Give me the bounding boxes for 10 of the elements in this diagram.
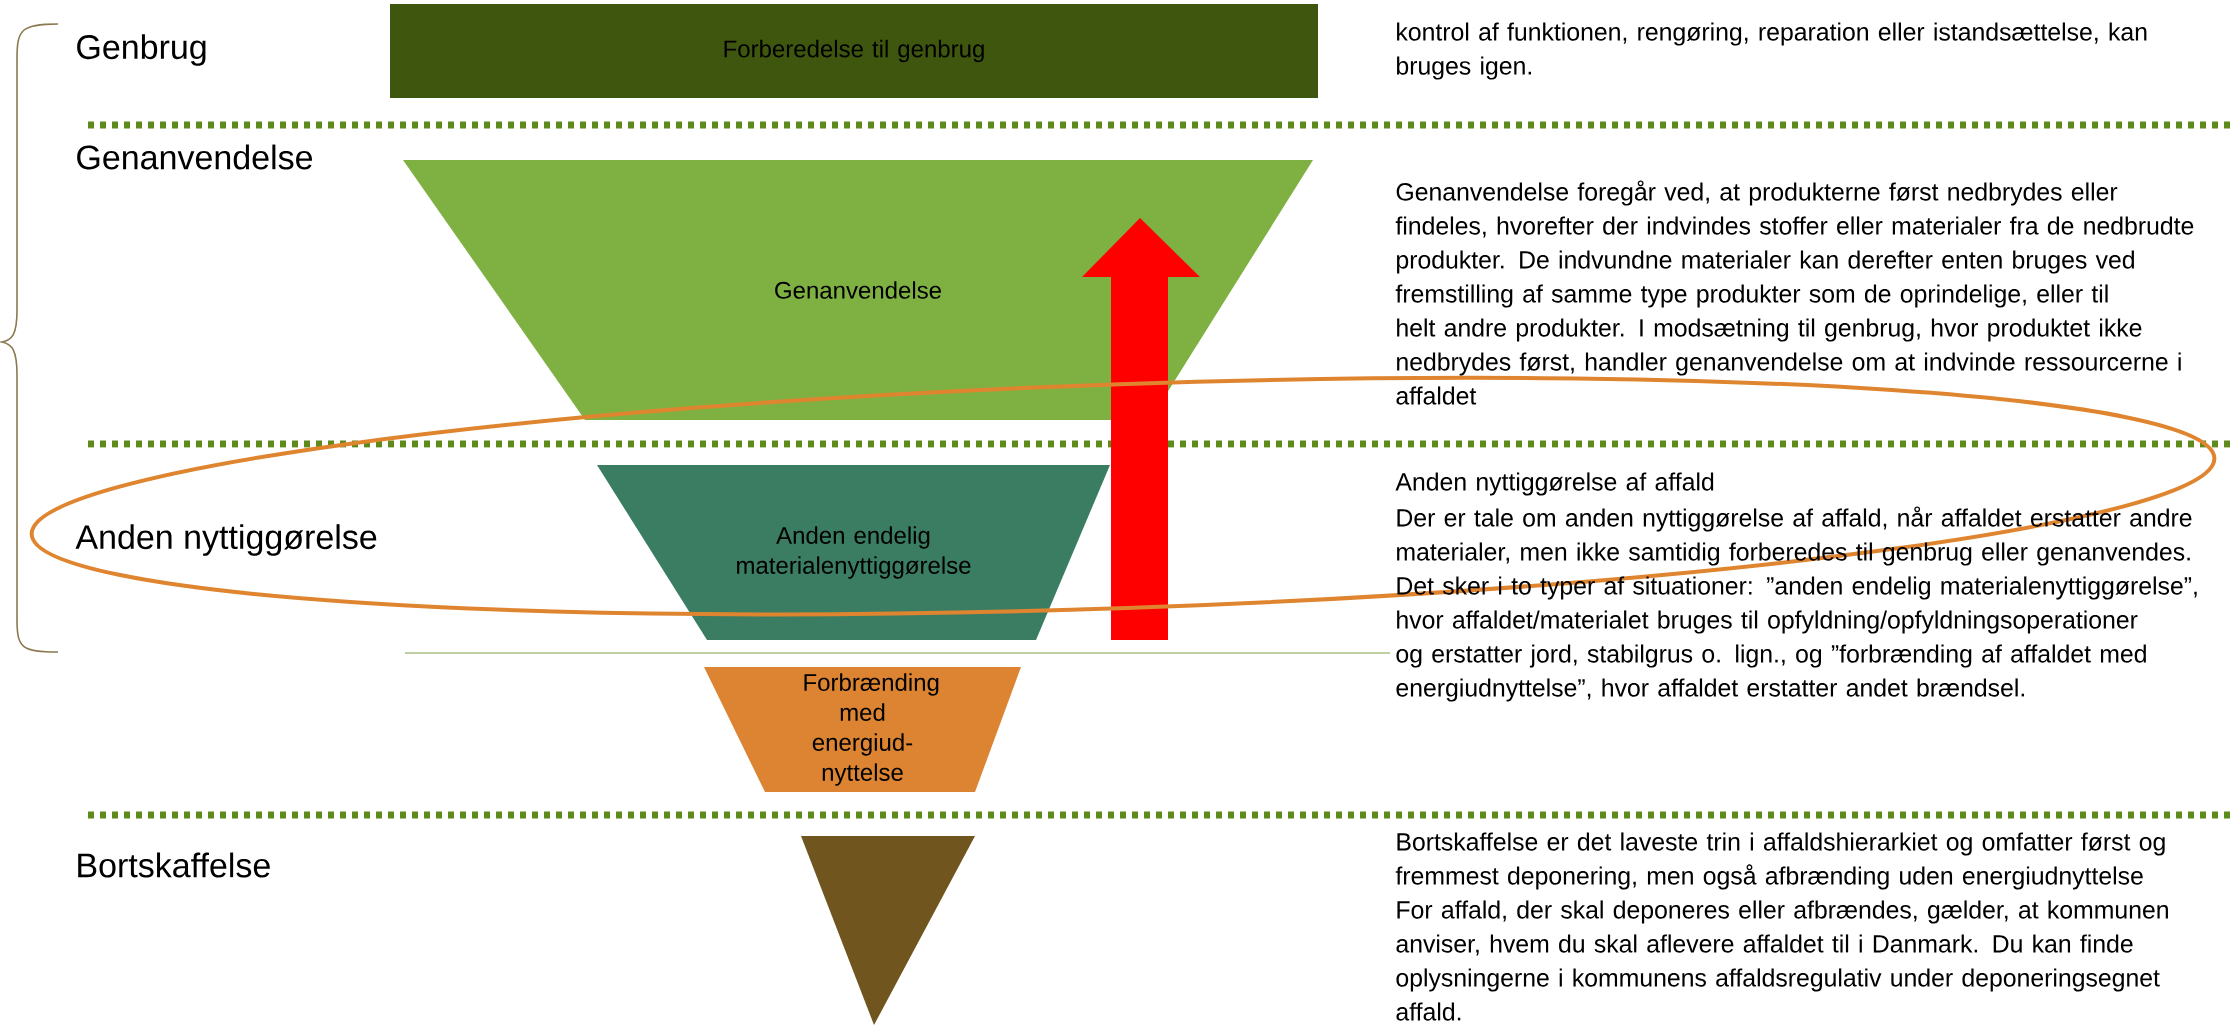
description-text: Genanvendelse foregår ved, at produkterne først nedbrydes eller findeles, hvorefter der indvindes stoffer eller materialer fra de nedbrudte produkter. De indvundne materialer kan derefter enten bruges ved fremstilling af samme type produkter som de oprindelige, eller til helt andre produkter. I modsætning til genbrug, hvor produktet ikke nedbrydes først, handler genanvendelse om at indvinde ressourcerne i affaldet bbox=[1395, 180, 2194, 405]
process-bar: Forberedelse til genbrug bbox=[390, 4, 1318, 98]
level-label: Anden nyttiggørelse bbox=[75, 524, 377, 556]
level-label: Genanvendelse bbox=[77, 144, 313, 170]
description-heading: Anden nyttiggørelse af affald bbox=[1395, 472, 1714, 496]
triangle-shape bbox=[801, 836, 975, 1025]
level-label: Bortskaffelse bbox=[78, 852, 270, 878]
level-label: Genbrug bbox=[77, 34, 206, 66]
description-text: Bortskaffelse er det laveste trin i affaldshierarkiet og omfatter først og fremmest deponering, men også afbrænding uden energiudnyttelse For affald, der skal deponeres eller afbrændes, gælder, at kommunen anviser, hvem du skal aflevere affaldet til i Danmark. Du kan finde oplysningerne i kommunens affaldsregulativ under deponeringsegnet affald. bbox=[1395, 832, 2168, 1021]
description-text: kontrol af funktionen, rengøring, reparation eller istandsættelse, kan bruges igen. bbox=[1397, 22, 2147, 80]
